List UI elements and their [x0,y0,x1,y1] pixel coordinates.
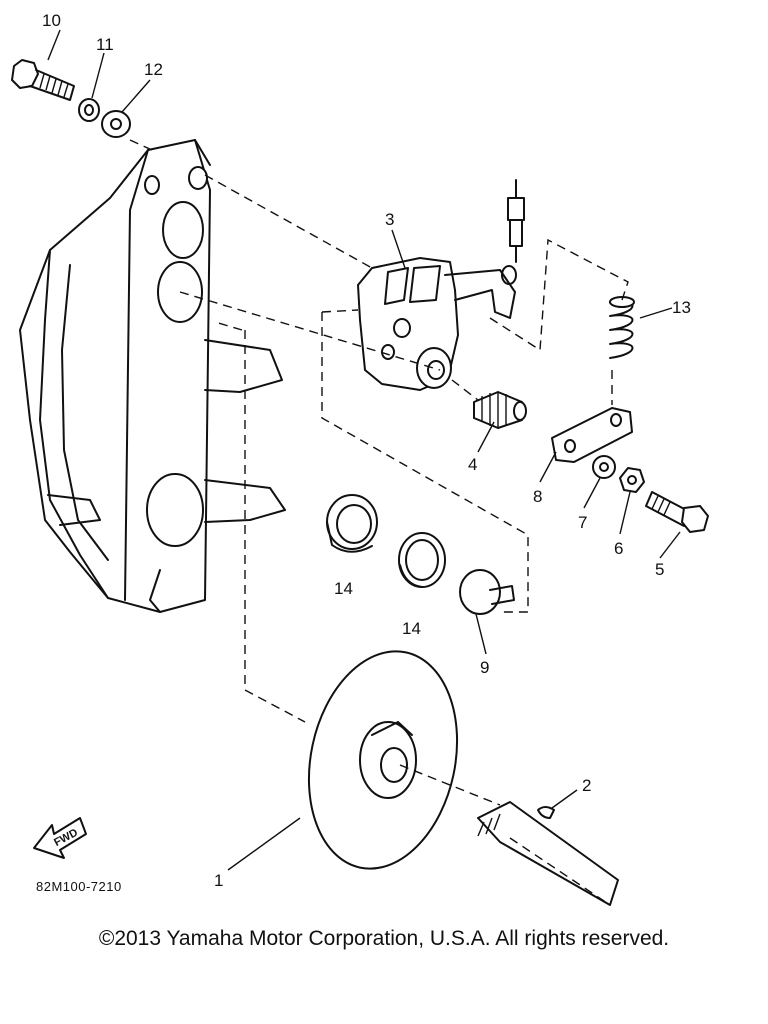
callout-5: 5 [655,560,664,579]
callout-14-b: 14 [402,619,421,638]
callout-4: 4 [468,455,477,474]
callout-1: 1 [214,871,223,890]
bolt-10 [11,59,75,101]
coil-pin-4 [473,391,527,429]
throttle-cable [501,179,525,285]
callout-12: 12 [144,60,163,79]
callout-11: 11 [96,35,114,54]
housing-bracket [19,139,286,613]
callout-10: 10 [42,11,61,30]
nut-6 [619,467,645,493]
callout-14-a: 14 [334,579,353,598]
callout-3: 3 [385,210,394,229]
copyright-notice: ©2013 Yamaha Motor Corporation, U.S.A. A… [98,927,670,950]
callout-2: 2 [582,776,591,795]
plain-washer-12 [101,110,131,138]
callout-13: 13 [672,298,691,317]
shaft-disc-9 [459,569,515,615]
callout-labels: 10 11 12 3 13 4 8 7 6 5 14 14 9 2 1 [42,11,691,890]
assembly-lines [129,139,629,906]
leader-lines [47,29,681,871]
washer-7 [592,455,616,479]
woodruff-key-2 [537,806,555,819]
fwd-arrow-icon: FWD [33,817,87,859]
diagram-code: 82M100-7210 [36,879,122,894]
callout-8: 8 [533,487,542,506]
return-spring-13 [609,296,635,359]
bushing-14-b [398,532,446,588]
callout-9: 9 [480,658,489,677]
lever-housing-3 [357,257,516,391]
callout-7: 7 [578,513,587,532]
sheave-disc-1 [307,650,459,870]
callout-6: 6 [614,539,623,558]
lock-washer-11 [78,98,100,122]
crankshaft [477,801,619,906]
bolt-5 [645,491,709,533]
lever-plate-8 [551,407,633,463]
bushing-14-a [326,494,378,553]
